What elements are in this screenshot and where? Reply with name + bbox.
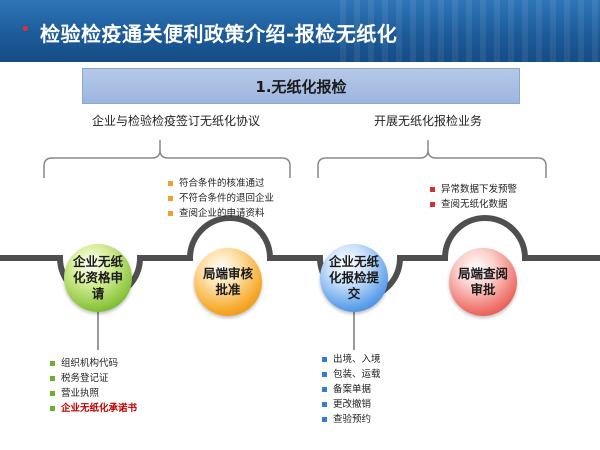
bullet-square-icon <box>430 202 435 207</box>
bullet-square-icon <box>168 211 173 216</box>
application-notes: 组织机构代码 税务登记证 营业执照 企业无纸化承诺书 <box>50 356 137 416</box>
list-item: 查验预约 <box>322 412 381 427</box>
bullet-square-icon <box>50 406 55 411</box>
list-item: 企业无纸化承诺书 <box>50 401 137 416</box>
bullet-square-icon <box>50 376 55 381</box>
section-banner: 1.无纸化报检 <box>82 68 520 104</box>
bullet-square-icon <box>322 417 327 422</box>
list-item: 符合条件的核准通过 <box>168 176 274 191</box>
step-label: 企业无纸化报检提交 <box>328 254 379 301</box>
bullet-square-icon <box>322 357 327 362</box>
list-item: 备案单据 <box>322 382 381 397</box>
list-item: 营业执照 <box>50 386 137 401</box>
step-label: 局端查阅审批 <box>457 266 508 297</box>
group-label-business: 开展无纸化报检业务 <box>374 114 483 128</box>
group-label-agreement: 企业与检验检疫签订无纸化协议 <box>92 114 261 128</box>
list-item: 查阅企业的申请资料 <box>168 206 274 221</box>
list-item: 更改撤销 <box>322 397 381 412</box>
list-item: 出境、入境 <box>322 352 381 367</box>
list-item: 包装、运载 <box>322 367 381 382</box>
bullet-square-icon <box>168 181 173 186</box>
bullet-square-icon <box>322 372 327 377</box>
step-submission-circle[interactable]: 企业无纸化报检提交 <box>320 244 388 312</box>
step-label: 企业无纸化资格申请 <box>72 254 123 301</box>
step-label: 局端审核批准 <box>202 266 253 297</box>
title-bullet: • <box>20 19 31 40</box>
step-application-circle[interactable]: 企业无纸化资格申请 <box>64 244 132 312</box>
step-review-circle[interactable]: 局端查阅审批 <box>449 248 517 316</box>
bullet-square-icon <box>322 402 327 407</box>
page-title: 检验检疫通关便利政策介绍-报检无纸化 <box>40 22 398 46</box>
approval-notes: 符合条件的核准通过 不符合条件的退回企业 查阅企业的申请资料 <box>168 176 274 221</box>
section-title: 1.无纸化报检 <box>255 77 347 96</box>
list-item: 不符合条件的退回企业 <box>168 191 274 206</box>
list-item: 查阅无纸化数据 <box>430 197 517 212</box>
bullet-square-icon <box>430 187 435 192</box>
bullet-square-icon <box>50 391 55 396</box>
brace-left <box>43 140 291 178</box>
review-notes: 异常数据下发预警 查阅无纸化数据 <box>430 182 517 212</box>
title-bar: • 检验检疫通关便利政策介绍-报检无纸化 <box>0 0 600 62</box>
list-item: 异常数据下发预警 <box>430 182 517 197</box>
bullet-square-icon <box>322 387 327 392</box>
bullet-square-icon <box>50 361 55 366</box>
list-item: 组织机构代码 <box>50 356 137 371</box>
bullet-square-icon <box>168 196 173 201</box>
list-item: 税务登记证 <box>50 371 137 386</box>
submission-notes: 出境、入境 包装、运载 备案单据 更改撤销 查验预约 <box>322 352 381 427</box>
brace-right <box>317 140 547 178</box>
step-approval-circle[interactable]: 局端审核批准 <box>194 248 262 316</box>
